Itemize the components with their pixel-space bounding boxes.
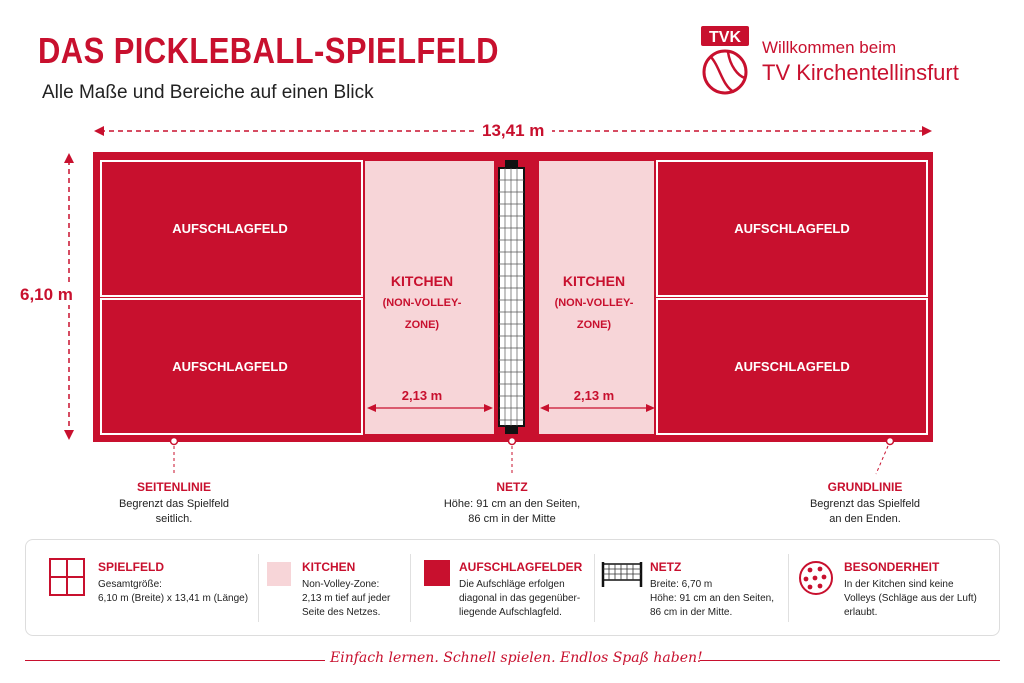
net-callout: NETZ Höhe: 91 cm an den Seiten, 86 cm in… (412, 480, 612, 527)
baseline-marker (875, 436, 895, 475)
kitchen-left-depth: 2,13 m (402, 388, 442, 403)
legend-line: 2,13 m tief auf jeder (302, 593, 391, 604)
legend-desc-aufschlag: Die Aufschläge erfolgen diagonal in das … (459, 578, 599, 620)
service-label-bottom-right: AUFSCHLAGFELD (734, 359, 850, 374)
club-logo: TVK (701, 26, 749, 95)
kitchen-right-title: KITCHEN (563, 273, 625, 289)
logo-welcome-text: Willkommen beim (762, 38, 897, 57)
legend-line: liegende Aufschlagfeld. (459, 607, 562, 618)
length-label: 13,41 m (474, 121, 553, 141)
kitchen-right-sub2: ZONE) (577, 319, 612, 331)
legend-desc-besonderheit: In der Kitchen sind keine Volleys (Schlä… (844, 578, 999, 620)
legend-desc-spielfeld: Gesamtgröße: 6,10 m (Breite) x 13,41 m (… (98, 578, 258, 606)
service-label-top-left: AUFSCHLAGFELD (172, 221, 288, 236)
legend-line: Die Aufschläge erfolgen (459, 579, 565, 590)
legend-line: Gesamtgröße: (98, 579, 162, 590)
logo-text: TVK (709, 29, 741, 46)
baseline-title: GRUNDLINIE (827, 480, 903, 494)
legend-item-aufschlag: AUFSCHLAGFELDER Die Aufschläge erfolgen … (416, 540, 596, 637)
legend-item-kitchen: KITCHEN Non-Volley-Zone: 2,13 m tief auf… (262, 540, 422, 637)
legend-line: diagonal in das gegenüber- (459, 593, 581, 604)
legend-divider (258, 554, 259, 622)
legend-title-kitchen: KITCHEN (302, 560, 356, 574)
baseline-desc-1: Begrenzt das Spielfeld (809, 498, 921, 510)
legend-line: 86 cm in der Mitte. (650, 607, 733, 618)
page-subtitle: Alle Maße und Bereiche auf einen Blick (42, 82, 374, 103)
kitchen-right-sub1: (NON-VOLLEY- (555, 297, 634, 309)
legend-title-spielfeld: SPIELFELD (98, 560, 165, 574)
kitchen-left (365, 161, 494, 434)
net (498, 160, 525, 434)
logo-club-name: TV Kirchentellinsfurt (762, 60, 959, 85)
sideline-desc-1: Begrenzt das Spielfeld (118, 498, 230, 510)
legend-item-besonderheit: BESONDERHEIT In der Kitchen sind keine V… (794, 540, 999, 637)
baseline-desc-2: an den Enden. (829, 513, 901, 525)
legend-line: Volleys (Schläge aus der Luft) (844, 593, 977, 604)
service-label-top-right: AUFSCHLAGFELD (734, 221, 850, 236)
kitchen-left-depth-arrow (367, 404, 493, 412)
net-icon (601, 562, 643, 587)
pickleball-icon (799, 561, 833, 595)
width-label: 6,10 m (20, 285, 73, 305)
kitchen-left-sub1: (NON-VOLLEY- (383, 297, 462, 309)
footer-slogan: Einfach lernen. Schnell spielen. Endlos … (330, 650, 703, 666)
legend-title-netz: NETZ (650, 560, 682, 574)
court-diagram: AUFSCHLAGFELD AUFSCHLAGFELD AUFSCHLAGFEL… (64, 126, 933, 475)
footer-rule-left (25, 660, 325, 661)
page-title: DAS PICKLEBALL-SPIELFELD (38, 30, 499, 71)
legend-line: Höhe: 91 cm an den Seiten, (650, 593, 774, 604)
legend-divider (594, 554, 595, 622)
service-area-top-left (100, 160, 363, 297)
legend-line: In der Kitchen sind keine (844, 579, 954, 590)
legend-line: erlaubt. (844, 607, 878, 618)
baseline-callout: GRUNDLINIE Begrenzt das Spielfeld an den… (765, 480, 965, 527)
legend-item-netz: NETZ Breite: 6,70 m Höhe: 91 cm an den S… (599, 540, 789, 637)
net-desc-1: Höhe: 91 cm an den Seiten, (443, 498, 581, 510)
court-grid-icon (49, 558, 85, 596)
kitchen-swatch-icon (267, 562, 291, 586)
service-area-bottom-right (656, 298, 928, 435)
net-title: NETZ (496, 480, 528, 494)
kitchen-left-title: KITCHEN (391, 273, 453, 289)
service-area-top-right (656, 160, 928, 297)
sideline-marker (169, 436, 179, 474)
legend-line: 6,10 m (Breite) x 13,41 m (Länge) (98, 593, 249, 604)
footer-rule-right (700, 660, 1000, 661)
legend-title-aufschlag: AUFSCHLAGFELDER (459, 560, 583, 574)
sideline-title: SEITENLINIE (136, 480, 211, 494)
kitchen-right (539, 161, 654, 434)
legend-divider (410, 554, 411, 622)
legend-item-spielfeld: SPIELFELD Gesamtgröße: 6,10 m (Breite) x… (26, 540, 256, 637)
service-area-bottom-left (100, 298, 363, 435)
legend-line: Non-Volley-Zone: (302, 579, 380, 590)
sideline-callout: SEITENLINIE Begrenzt das Spielfeld seitl… (74, 480, 274, 527)
sideline-desc-2: seitlich. (155, 513, 193, 525)
kitchen-left-sub2: ZONE) (405, 319, 440, 331)
legend-line: Seite des Netzes. (302, 607, 381, 618)
legend-line: Breite: 6,70 m (650, 579, 713, 590)
legend-title-besonderheit: BESONDERHEIT (844, 560, 940, 574)
logo-banner (701, 26, 749, 46)
service-swatch-icon (424, 560, 450, 586)
legend-divider (788, 554, 789, 622)
kitchen-right-depth-arrow (540, 404, 655, 412)
service-label-bottom-left: AUFSCHLAGFELD (172, 359, 288, 374)
legend-desc-kitchen: Non-Volley-Zone: 2,13 m tief auf jeder S… (302, 578, 422, 620)
kitchen-right-depth: 2,13 m (574, 388, 614, 403)
tennis-ball-icon (702, 49, 748, 95)
net-marker (507, 436, 517, 474)
net-desc-2: 86 cm in der Mitte (468, 513, 556, 525)
legend-panel: SPIELFELD Gesamtgröße: 6,10 m (Breite) x… (25, 539, 1000, 636)
legend-desc-netz: Breite: 6,70 m Höhe: 91 cm an den Seiten… (650, 578, 790, 620)
length-dimension-arrow (94, 126, 932, 136)
